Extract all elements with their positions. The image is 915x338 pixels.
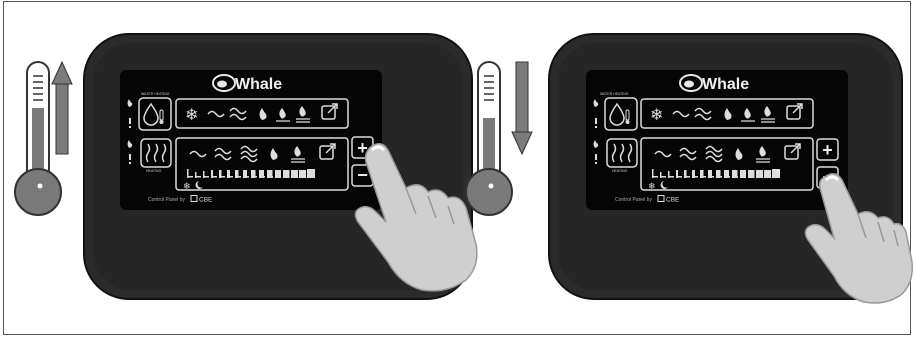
panel-increase: Whale WATER HEATING ❄ [15, 34, 477, 299]
plus-button-2[interactable]: + [817, 139, 838, 160]
footer-text: Control Panel by [148, 197, 185, 203]
footer-text-2: Control Panel by [615, 197, 652, 203]
arrow-down-icon [512, 62, 532, 154]
water-heating-label: WATER HEATING [141, 92, 170, 96]
brand-logo-text: Whale [235, 76, 282, 93]
heating-label-2: HEATING [612, 169, 628, 173]
snowflake-icon[interactable]: ❄ [185, 107, 198, 124]
heating-label: HEATING [146, 169, 162, 173]
footer-brand-2: CBE [666, 197, 680, 204]
panel-decrease: Whale WATER HEATING ❄ [466, 34, 912, 303]
water-heating-label-2: WATER HEATING [600, 92, 629, 96]
brand-logo-text-2: Whale [702, 76, 749, 93]
snowflake-icon-2: ❄ [650, 107, 663, 124]
plus-button-label-2: + [822, 140, 833, 160]
frost-icon: ❄ [183, 181, 191, 191]
footer-brand: CBE [199, 197, 213, 204]
arrow-up-icon [52, 62, 72, 154]
thermometer-icon [15, 62, 61, 215]
frost-icon-2: ❄ [648, 181, 656, 191]
minus-button-label: − [357, 165, 368, 185]
